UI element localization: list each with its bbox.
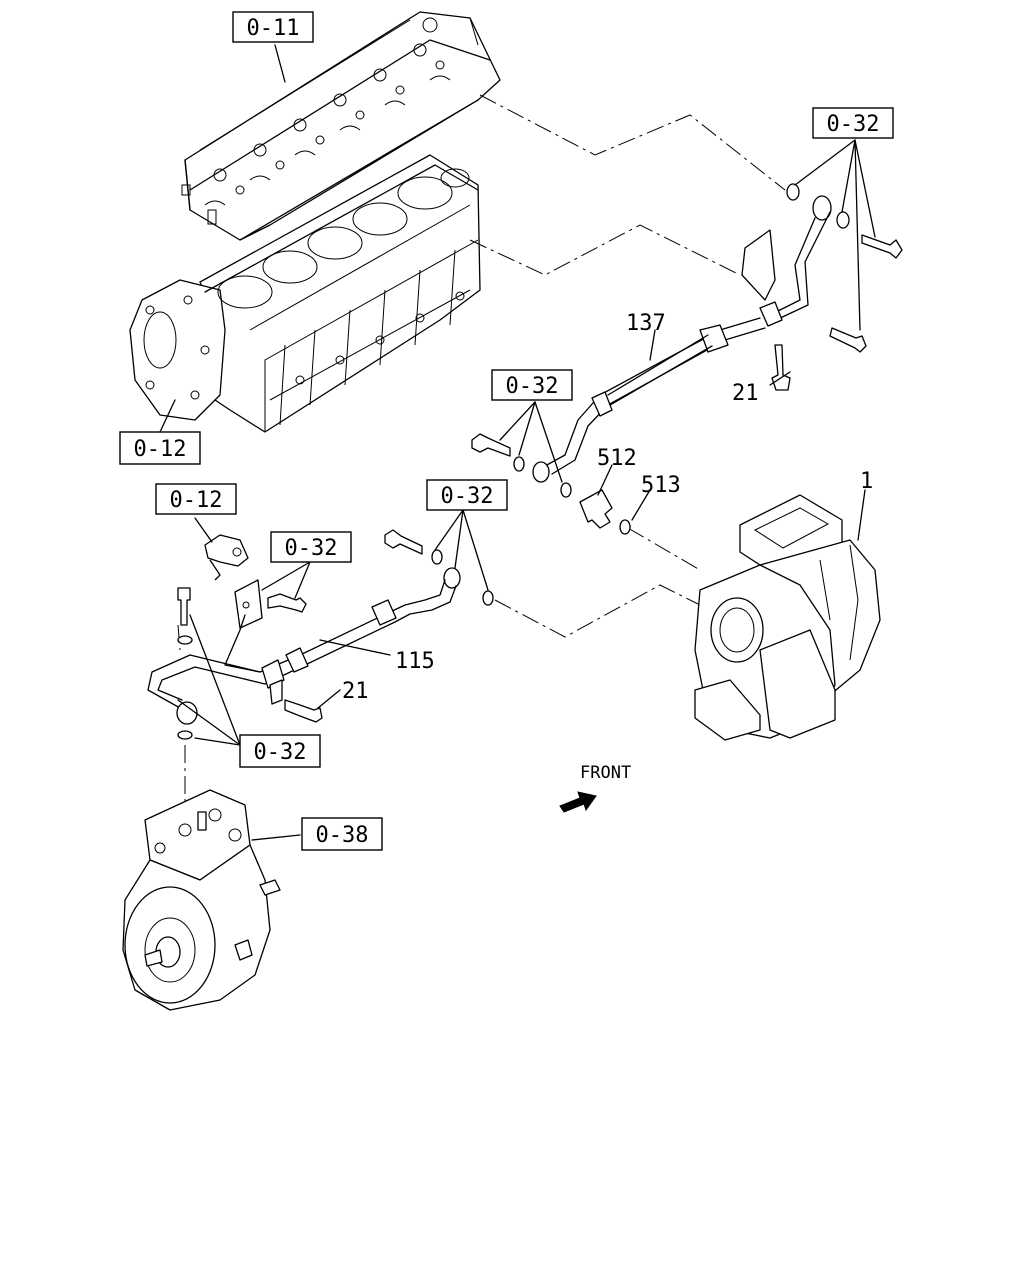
part-number-137: 137 [626, 311, 666, 336]
ref-box-cylinder-block: 0-12 [119, 431, 201, 465]
svg-text:0-32: 0-32 [441, 484, 494, 509]
bracket-drawing [234, 579, 307, 629]
adapter-512-drawing [579, 489, 631, 535]
front-arrow-icon [559, 791, 597, 813]
part-number-21-lower: 21 [342, 679, 369, 704]
air-compressor-drawing [122, 789, 281, 1011]
cylinder-block-drawing [129, 154, 481, 433]
center-fasteners-drawing [384, 529, 494, 606]
ref-box-fasteners-center: 0-32 [426, 479, 508, 511]
svg-text:0-12: 0-12 [134, 437, 187, 462]
lower-fasteners-drawing [177, 587, 323, 740]
cylinder-head-drawing [181, 11, 501, 241]
svg-text:0-38: 0-38 [316, 823, 369, 848]
svg-text:0-11: 0-11 [247, 16, 300, 41]
part-number-115: 115 [395, 649, 435, 674]
turbocharger-drawing [694, 494, 881, 741]
ref-box-fasteners-mid: 0-32 [491, 369, 573, 401]
ref-box-fasteners-upper-right: 0-32 [812, 107, 894, 139]
pipe-137-drawing [532, 317, 766, 483]
part-number-21-upper: 21 [732, 381, 759, 406]
ref-box-cylinder-head: 0-11 [232, 11, 314, 43]
svg-text:0-32: 0-32 [827, 112, 880, 137]
svg-text:0-32: 0-32 [506, 374, 559, 399]
part-number-512: 512 [597, 446, 637, 471]
upper-fittings-drawing [741, 183, 903, 391]
ref-box-fasteners-lower-left: 0-32 [239, 734, 321, 768]
svg-text:0-32: 0-32 [254, 740, 307, 765]
block-fitting-drawing [204, 534, 249, 581]
ref-box-fasteners-bracket: 0-32 [270, 531, 352, 563]
leader-lines [177, 139, 876, 841]
svg-text:0-12: 0-12 [170, 488, 223, 513]
part-number-1: 1 [860, 469, 873, 494]
mid-fasteners-drawing [471, 433, 572, 498]
part-number-513: 513 [641, 473, 681, 498]
pipe-115-drawing [147, 567, 461, 725]
front-direction-label: FRONT [580, 763, 631, 783]
ref-box-air-compressor: 0-38 [301, 817, 383, 851]
svg-text:0-32: 0-32 [285, 536, 338, 561]
ref-box-block-fitting: 0-12 [155, 483, 237, 515]
